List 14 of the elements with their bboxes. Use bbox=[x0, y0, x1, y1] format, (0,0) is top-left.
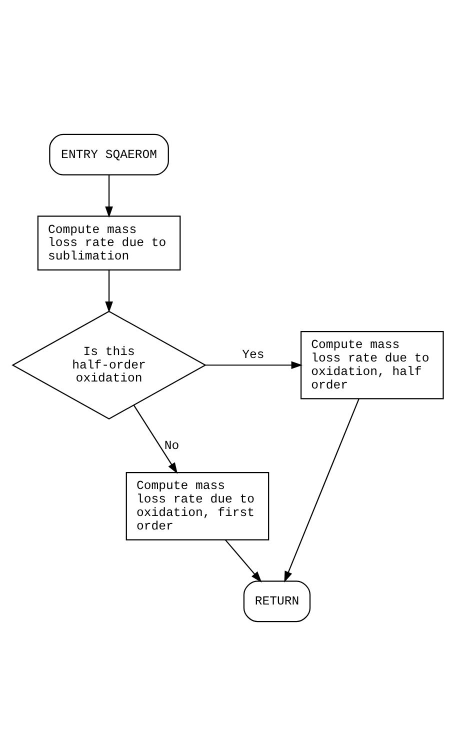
arrow bbox=[224, 538, 262, 582]
arrow bbox=[105, 174, 113, 218]
edge-label: Yes bbox=[242, 348, 264, 362]
node-box: ENTRY SQAEROM bbox=[49, 133, 169, 175]
node-box: RETURN bbox=[243, 580, 311, 622]
node-box: Compute mass loss rate due to oxidation, half order bbox=[300, 330, 444, 399]
arrow bbox=[284, 398, 360, 582]
arrow bbox=[133, 404, 178, 474]
node-diamond: Is this half-order oxidation bbox=[12, 310, 206, 419]
arrow bbox=[206, 360, 303, 369]
edge-label: No bbox=[164, 438, 180, 452]
arrow bbox=[105, 270, 113, 312]
node-box: Compute mass loss rate due to sublimation bbox=[37, 215, 181, 270]
node-box: Compute mass loss rate due to oxidation, first order bbox=[126, 472, 270, 540]
